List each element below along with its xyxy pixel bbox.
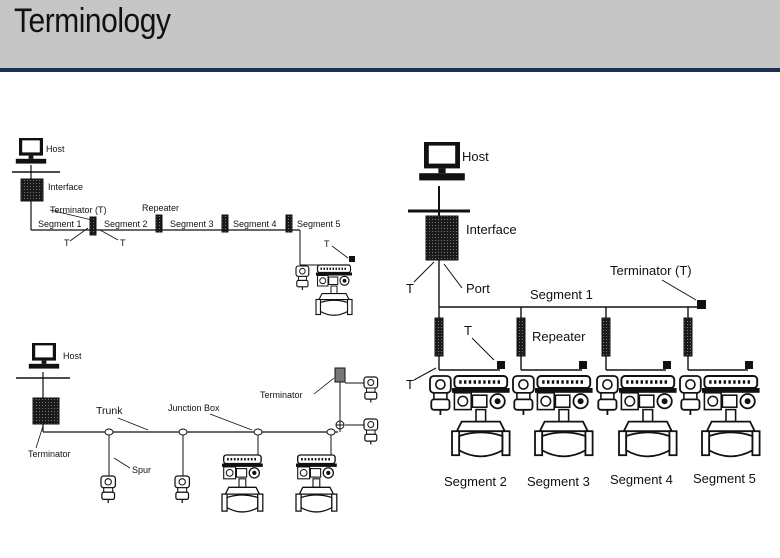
terminator-box-b	[334, 367, 346, 383]
interface-label: Interface	[48, 182, 83, 192]
segment3-transmitter	[512, 375, 535, 416]
host-computer-icon	[15, 138, 47, 164]
segment5-label-c: Segment 5	[693, 471, 756, 486]
terminator-left-label: Terminator	[28, 449, 71, 459]
host-label: Host	[46, 144, 65, 154]
t-label-c1: T	[406, 281, 414, 296]
repeater-c-4	[683, 317, 693, 357]
repeater-block-1	[89, 216, 97, 236]
segment4-valve	[617, 374, 679, 459]
junction-box-1	[104, 428, 114, 436]
repeater-label: Repeater	[142, 203, 179, 213]
terminator-square	[349, 256, 355, 262]
repeater-block-2	[155, 214, 163, 233]
interface-label-c: Interface	[466, 222, 517, 237]
t-label-1: T	[64, 238, 70, 248]
repeater-label-c: Repeater	[532, 329, 586, 344]
diagram-segments-small: Host Interface Terminator (T) Repeater S…	[12, 138, 355, 317]
segment5-valve	[700, 374, 762, 459]
host-computer-icon-b	[28, 343, 60, 369]
junction-box-label: Junction Box	[168, 403, 220, 413]
segment4-transmitter	[596, 375, 619, 416]
repeater-c-3	[601, 317, 611, 357]
trunk-label: Trunk	[96, 405, 123, 417]
t-label-3: T	[324, 239, 330, 249]
terminator-top-label: Terminator	[260, 390, 303, 400]
title-bar: Terminology	[0, 0, 780, 72]
title-underline	[0, 68, 780, 72]
port-label: Port	[466, 281, 490, 296]
t-label-c3: T	[406, 377, 414, 392]
transmitter-icon	[295, 265, 310, 291]
spur-valve-1	[220, 453, 265, 514]
spur-transmitter-1	[100, 475, 117, 504]
segment1-label-c: Segment 1	[530, 287, 593, 302]
segment4-label: Segment 4	[233, 219, 277, 229]
valve-icon	[314, 263, 354, 317]
host-label-c: Host	[462, 149, 489, 164]
segment3-label-c: Segment 3	[527, 474, 590, 489]
repeater-block-3	[221, 214, 229, 233]
segment2-label-c: Segment 2	[444, 474, 507, 489]
host-computer-icon-c	[419, 142, 465, 181]
junction-box-4	[326, 428, 336, 436]
segment2-transmitter	[429, 375, 452, 416]
interface-block	[20, 178, 44, 202]
terminator-label: Terminator (T)	[50, 205, 107, 215]
segment3-valve	[533, 374, 595, 459]
diagram-trunk-spur: Host Terminator Trunk Junction Box Termi…	[16, 343, 379, 514]
spur-valve-2	[294, 453, 339, 514]
repeater-c-1	[434, 317, 444, 357]
segment3-label: Segment 3	[170, 219, 214, 229]
segment5-label: Segment 5	[297, 219, 341, 229]
branch-transmitter-2	[363, 418, 379, 446]
spur-label: Spur	[132, 465, 151, 475]
terminator-label-c: Terminator (T)	[610, 263, 692, 278]
junction-box-3	[253, 428, 263, 436]
host-label-b: Host	[63, 351, 82, 361]
terminator-square-c	[697, 300, 706, 309]
junction-box-2	[178, 428, 188, 436]
branch-transmitter-1	[363, 376, 379, 404]
diagram-segments-large: Host Interface T Port Terminator (T) Seg…	[406, 142, 762, 489]
spur-transmitter-2	[174, 475, 191, 504]
repeater-c-2	[516, 317, 526, 357]
segment2-label: Segment 2	[104, 219, 148, 229]
interface-block-b	[32, 397, 60, 425]
page-title: Terminology	[14, 2, 171, 40]
repeater-block-4	[285, 214, 293, 233]
interface-block-c	[425, 215, 459, 261]
t-label-2: T	[120, 238, 126, 248]
segment5-transmitter	[679, 375, 702, 416]
segment4-label-c: Segment 4	[610, 472, 673, 487]
t-label-c2: T	[464, 323, 472, 338]
segment2-valve	[450, 374, 512, 459]
segment1-label: Segment 1	[38, 219, 82, 229]
